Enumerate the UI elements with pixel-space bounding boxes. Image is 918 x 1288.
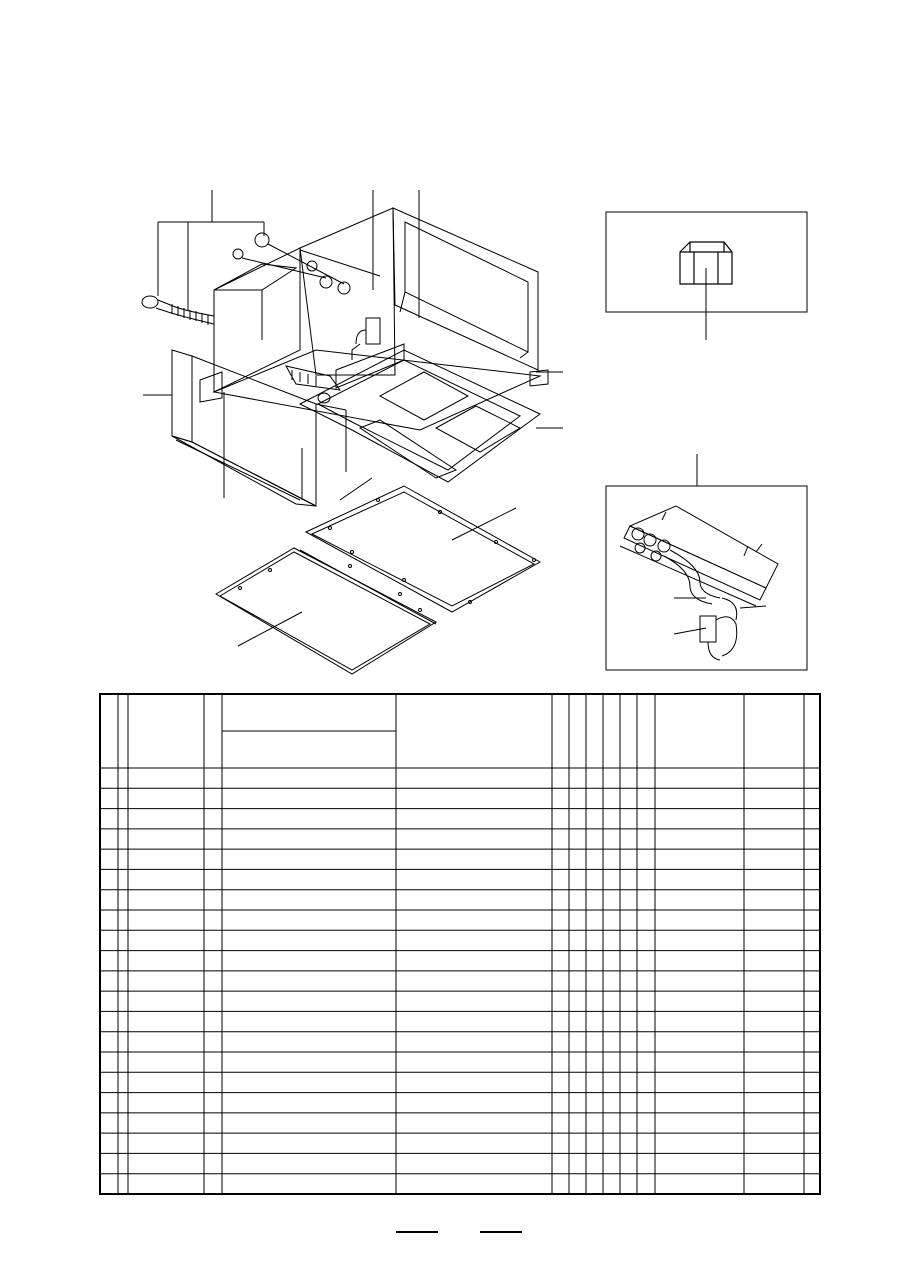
flare-nut-detail <box>605 211 808 340</box>
parts-table <box>99 693 821 1195</box>
table-frame <box>99 693 821 1195</box>
coil-icon <box>619 505 779 661</box>
hex-nut-icon <box>679 241 733 285</box>
bottom-plate <box>304 485 542 613</box>
detail-frame <box>605 485 808 671</box>
heat-exchanger-detail <box>605 454 808 671</box>
detail-leader-lines <box>673 597 767 635</box>
exploded-view-illustration <box>141 190 563 675</box>
side-panel <box>171 349 347 507</box>
drain-pan <box>285 343 541 483</box>
indoor-unit-cabinet <box>141 207 549 431</box>
air-filter-panel <box>215 547 438 675</box>
leader-lines <box>143 190 563 647</box>
